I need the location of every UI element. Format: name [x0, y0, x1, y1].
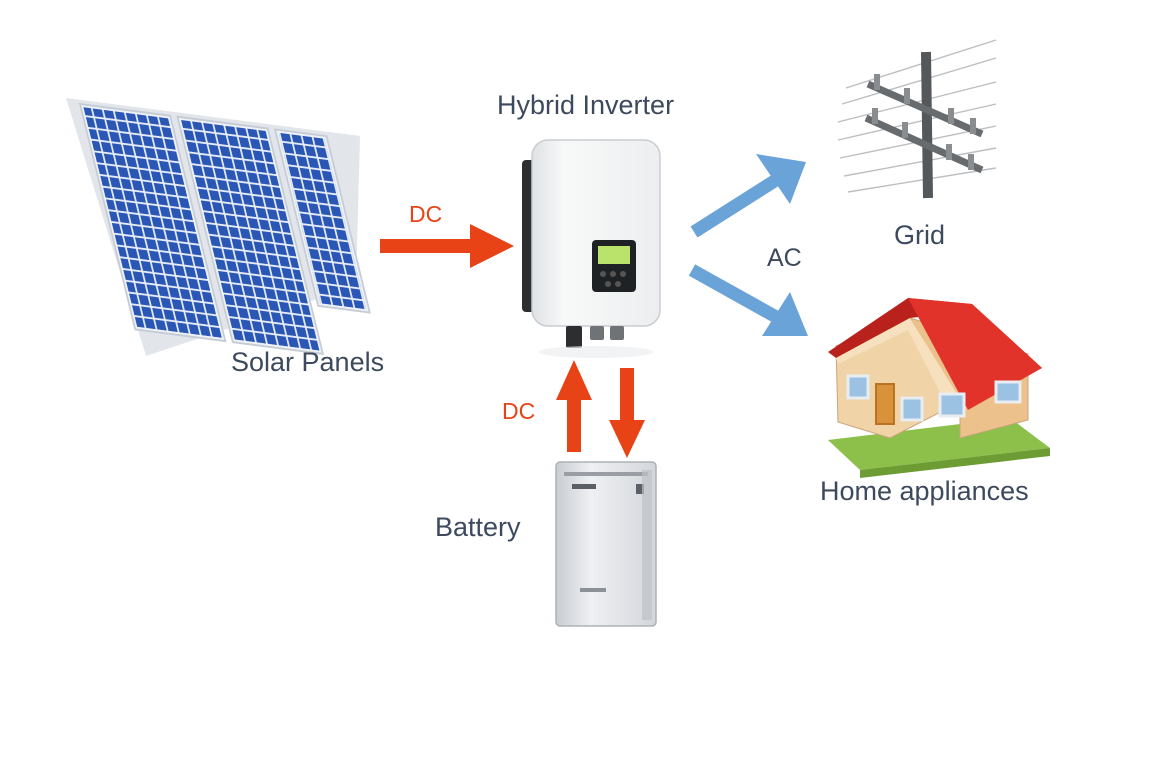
arrow-solar-to-inverter: [380, 224, 514, 268]
ac-label: AC: [767, 244, 802, 272]
arrow-inverter-to-home: [688, 264, 808, 336]
solar-panels-icon: [66, 98, 371, 356]
home-icon: [828, 298, 1050, 478]
battery-icon: [555, 461, 657, 627]
grid-label: Grid: [894, 220, 946, 250]
hybrid-inverter-label: Hybrid Inverter: [497, 90, 675, 120]
home-appliances-label: Home appliances: [820, 476, 1029, 506]
arrow-battery-to-inverter: [556, 360, 592, 452]
grid-power-pole-icon: [837, 39, 997, 199]
solar-panels-label: Solar Panels: [231, 347, 385, 377]
battery-label: Battery: [435, 512, 521, 542]
hybrid-inverter-icon: [522, 139, 661, 358]
arrow-inverter-to-grid: [690, 154, 806, 238]
dc-label-battery: DC: [502, 398, 536, 424]
dc-label-solar: DC: [409, 201, 443, 227]
arrow-inverter-to-battery: [609, 368, 645, 458]
